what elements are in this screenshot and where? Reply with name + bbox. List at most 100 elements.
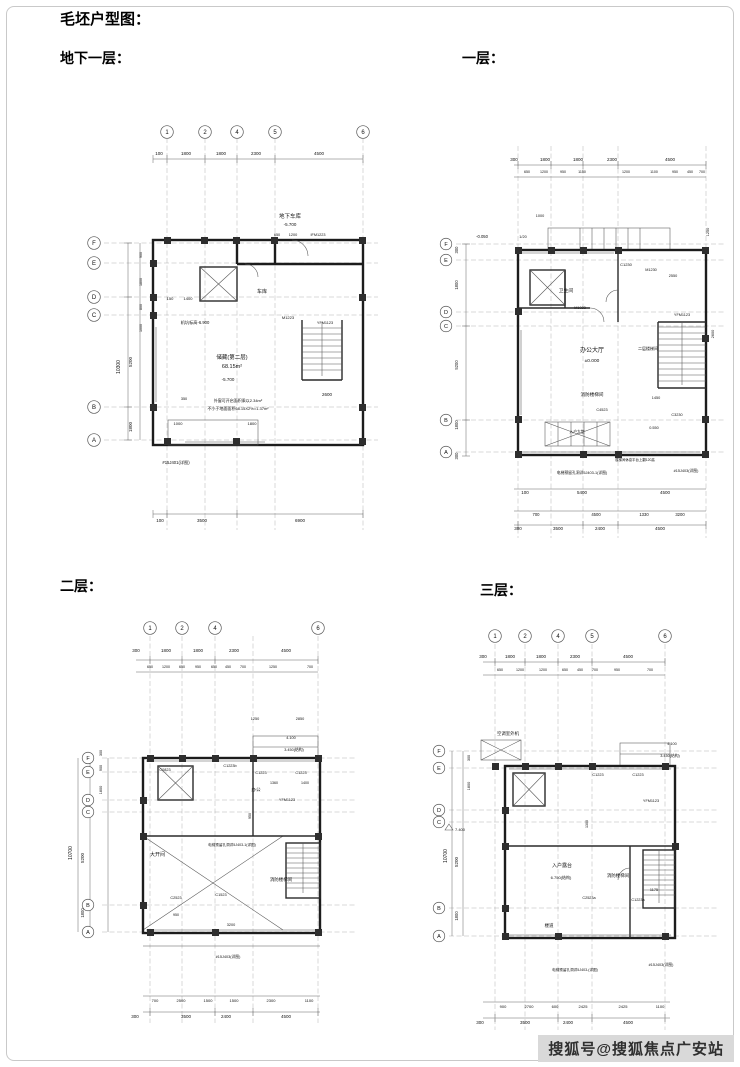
axis-label: 4 [556,634,560,640]
balcony-details [142,735,319,931]
plan-label: 2425 [579,1004,589,1009]
plan-label: 4500 [665,157,676,162]
plan-label: C1223b [223,764,236,768]
plan-label: 消防楼梯间 [581,391,604,398]
plan-label: 700 [533,512,541,517]
plan-label: C1223 [295,771,306,775]
plan-label: 950 [560,170,566,174]
plan-label: 650 [147,665,153,669]
axis-label: 1 [148,626,152,632]
plan-label: 4500 [281,648,292,653]
axis-label: 2 [203,130,207,136]
plan-label: C0823 [159,768,170,772]
plan-label: 不小于地面面积68.15X2%=1.37m² [207,405,269,411]
plan-label: 1800 [128,421,133,432]
axis-bubble [87,236,101,250]
plan-label: 1175 [650,888,658,892]
plan-label: 300 [132,648,140,653]
plan-label: 2600 [711,330,715,338]
plan-label: 2850 [296,717,304,721]
exterior-walls [503,764,677,940]
axis-bubble [87,256,101,270]
plan-label: 0.550 [649,426,659,430]
axis-bubble [175,621,189,635]
dimension-lines [124,155,364,518]
plan-label: 6900 [295,518,306,523]
plan-label: #15J403(详图) [674,468,699,473]
axis-label: B [437,906,441,912]
plan-label: 300 [510,157,518,162]
axis-bubble [81,925,95,939]
plan-label: 1000 [536,214,544,218]
plan-label: 350 [181,397,187,401]
plan-label: 入户大堂 [569,429,584,434]
axis-label: C [86,810,90,816]
plan-label: 100 [155,151,163,156]
columns [150,237,366,445]
plan-label: -5.700 [222,377,235,382]
plan-label: 1800 [80,908,85,918]
plan-label: 1250 [706,228,710,236]
plan-label: 入户露台 [552,862,572,869]
axis-bubble [439,237,453,251]
plan-label: 2300 [251,151,262,156]
plan-label: 4500 [660,490,671,495]
plan-label: 150 [167,296,174,301]
axis-bubble [432,761,446,775]
plan-label: #15J401(详图) [162,459,190,466]
axis-bubble [432,744,446,758]
plan-label: 1800 [99,786,103,794]
axis-bubble [87,308,101,322]
plan-label: C1523 [215,893,226,897]
axis-bubble [585,629,599,643]
plan-label: 3500 [553,526,564,531]
axis-label: 6 [316,626,320,632]
watermark: 搜狐号@搜狐焦点广安站 [538,1035,734,1062]
axis-label: 6 [361,130,365,136]
dimension-lines [451,658,670,1022]
grid-lines [449,644,717,1030]
plan-label: 300 [454,452,459,460]
plan-label: C2523a [582,896,596,900]
plan-label: 楼道 [545,922,554,929]
plan-label: 650 [211,665,217,669]
axis-bubble [432,803,446,817]
plan-label: 1800 [454,911,459,921]
plan-label: 1200 [162,665,170,669]
plan-label: 1/20 [519,235,526,239]
axis-bubble [488,629,502,643]
plan-label: 700 [152,998,159,1003]
section-label-second-floor: 二层： [60,578,102,594]
axis-label: B [86,903,90,909]
plan-label: 4.100 [286,736,296,740]
columns [140,755,322,936]
axis-bubble [432,815,446,829]
interior-walls [143,758,321,899]
plan-label: 10300 [116,360,122,374]
plan-label: 机坑标高-6.900 [181,319,210,326]
plan-label: 2400 [595,526,606,531]
plan-label: 4500 [623,1020,634,1025]
axis-bubble [432,929,446,943]
plan-label: 1200 [516,668,524,672]
plan-label: 300 [131,1014,139,1019]
plan-label: 1100 [650,170,658,174]
plan-label: 650 [497,668,503,672]
axis-label: E [92,261,96,267]
plan-label: 950 [672,170,678,174]
plan-label: 10700 [443,849,449,863]
grid-lines [102,636,356,1023]
plan-label: 1450 [652,396,660,400]
plan-label: 1400 [301,781,309,785]
axis-bubble [87,400,101,414]
ac-platform-balcony [480,739,671,767]
plan-label: 100 [156,518,164,523]
plan-label: 1800 [139,278,143,286]
section-label-basement: 地下一层： [60,50,130,66]
plan-label: M1230 [645,268,657,272]
